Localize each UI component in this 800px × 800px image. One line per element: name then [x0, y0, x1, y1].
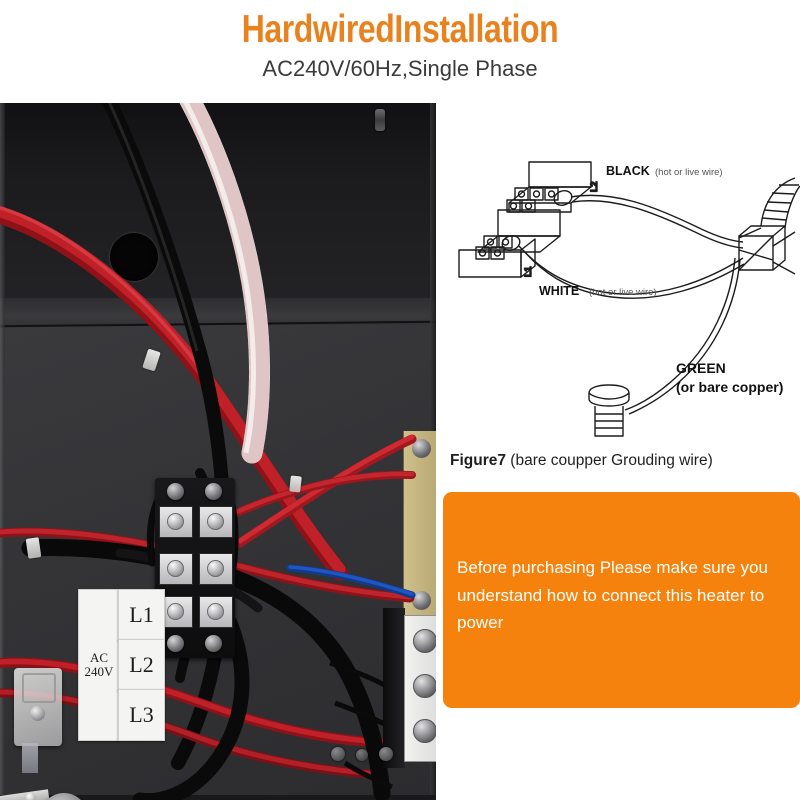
label-card-l2: L2: [118, 639, 165, 691]
label-card-l1: L1: [118, 589, 165, 641]
figure-caption-rest: (bare coupper Grouding wire): [505, 452, 713, 469]
right-strip-backing: [383, 608, 405, 768]
label-card-l3: L3: [118, 689, 165, 741]
terminal-bottom-screw-row: [155, 633, 235, 659]
right-terminal-screw: [413, 719, 436, 743]
right-terminal-strip: [404, 615, 436, 762]
terminal-block: [155, 478, 235, 658]
label-ac: AC: [89, 649, 109, 665]
board-screw-top: [412, 439, 431, 458]
terminal-screw: [167, 483, 184, 500]
clip-screw: [30, 706, 45, 721]
terminal-pad-screw: [207, 513, 224, 530]
diagram-label-white: WHITE: [539, 284, 579, 298]
diagram-label-black: BLACK: [606, 164, 650, 178]
diagram-note-black: (hot or live wire): [655, 167, 723, 178]
installation-photo: AC 240V L1 L2 L3: [0, 103, 436, 800]
diagram-label-green: GREEN: [676, 360, 726, 376]
figure-caption: Figure7 (bare coupper Grouding wire): [450, 452, 800, 470]
terminal-screw: [205, 483, 222, 500]
panel-bottom-edge: [0, 795, 436, 800]
panel-screw-top: [375, 109, 385, 131]
figure-caption-bold: Figure7: [450, 452, 506, 469]
terminal-pad-l3a: [159, 596, 193, 628]
header: HardwiredInstallation AC240V/60Hz,Single…: [0, 0, 800, 100]
white-braided-sleeve: [179, 103, 270, 464]
terminal-screw: [205, 635, 222, 652]
terminal-pad-l1a: [159, 506, 193, 538]
right-terminal-screw: [413, 629, 436, 653]
wiring-diagram: L2 L1: [458, 161, 800, 437]
terminal-pad-l2b: [199, 553, 233, 585]
terminal-pad-screw: [207, 603, 224, 620]
terminal-pad-l3b: [199, 596, 233, 628]
label-card-voltage: AC 240V: [78, 589, 120, 741]
diagram-note-white: (hot or live wire): [589, 287, 657, 298]
clip-tail: [22, 743, 38, 773]
terminal-pad-l2a: [159, 553, 193, 585]
page-title: HardwiredInstallation: [241, 8, 559, 51]
knockout-hole: [110, 233, 158, 281]
right-terminal-screw: [413, 674, 436, 698]
zip-tie: [25, 537, 42, 559]
purchase-note-box: Before purchasing Please make sure you u…: [443, 492, 800, 708]
board-screw-bottom: [412, 591, 431, 610]
panel-left-edge: [0, 103, 5, 800]
thermostat-sensor: [40, 793, 88, 800]
terminal-pad-screw: [167, 560, 184, 577]
panel-screw-bottom-mid: [356, 749, 368, 761]
terminal-pad-screw: [207, 560, 224, 577]
terminal-screw: [167, 635, 184, 652]
terminal-top-screw-row: [155, 481, 235, 507]
label-240v: 240V: [84, 664, 114, 679]
page-subtitle: AC240V/60Hz,Single Phase: [262, 56, 538, 81]
purchase-note-text: Before purchasing Please make sure you u…: [457, 558, 768, 633]
diagram-note-green: (or bare copper): [676, 379, 783, 395]
terminal-pad-l1b: [199, 506, 233, 538]
svg-text:L1: L1: [523, 266, 533, 277]
panel-screw-bottom-left: [331, 747, 345, 761]
terminal-pad-screw: [167, 603, 184, 620]
right-column: L2 L1: [443, 0, 800, 800]
panel-screw-bottom-right: [379, 747, 393, 761]
terminal-pad-screw: [167, 513, 184, 530]
svg-text:L2: L2: [589, 181, 599, 192]
photo-inner: AC 240V L1 L2 L3: [0, 103, 436, 800]
plastic-cable-clip: [14, 668, 62, 746]
zip-tie: [289, 475, 302, 493]
